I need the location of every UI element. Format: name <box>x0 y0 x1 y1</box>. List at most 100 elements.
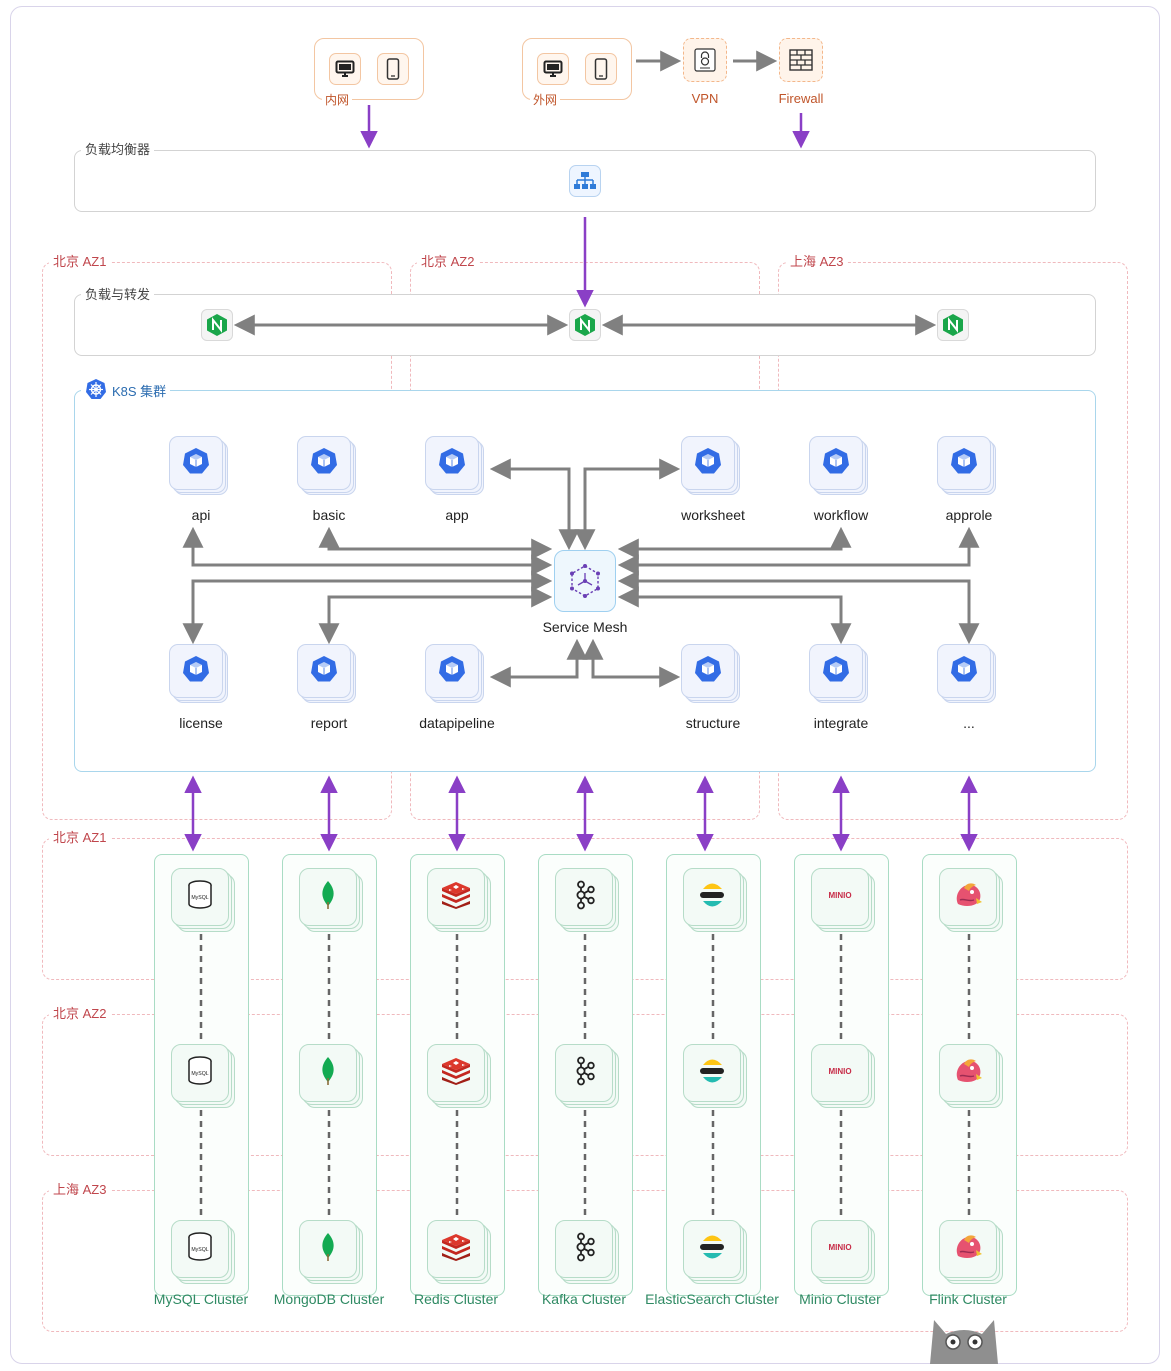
service-worksheet <box>681 436 740 495</box>
elasticsearch-icon <box>697 880 727 915</box>
pod-icon <box>437 654 467 689</box>
flink-icon <box>952 1232 984 1267</box>
cluster-label-mongodb: MongoDB Cluster <box>273 1291 385 1307</box>
service-api <box>169 436 228 495</box>
service-label-datapipeline: datapipeline <box>419 715 495 731</box>
cluster-node-mongodb-1 <box>299 868 363 932</box>
service-workflow <box>809 436 868 495</box>
cluster-node-flink-2 <box>939 1044 1003 1108</box>
az-label-bottom-1: 北京 AZ1 <box>49 827 111 846</box>
diagram-frame <box>10 6 1160 1364</box>
pod-icon <box>437 446 467 481</box>
arrow-mesh-structure <box>582 638 681 688</box>
flink-icon <box>952 880 984 915</box>
service-mesh-label: Service Mesh <box>542 619 628 635</box>
cluster-node-mongodb-2 <box>299 1044 363 1108</box>
az-label-top-3: 上海 AZ3 <box>786 251 848 270</box>
svg-text:MINIO: MINIO <box>828 1243 851 1252</box>
elasticsearch-icon <box>697 1232 727 1267</box>
arrow-mesh-more <box>617 570 980 645</box>
cat-mascot-icon <box>930 1320 998 1364</box>
phone-icon <box>585 53 617 85</box>
vpn-lock-icon <box>683 38 727 82</box>
flink-icon <box>952 1056 984 1091</box>
service-label-more: ... <box>963 715 975 731</box>
arrow-mesh-integrate <box>617 586 852 645</box>
kafka-icon <box>573 1056 595 1091</box>
mysql-icon: MySQL <box>186 879 214 915</box>
service-approle <box>937 436 996 495</box>
service-label-report: report <box>310 715 348 731</box>
service-report <box>297 644 356 703</box>
forwarding-label: 负载与转发 <box>81 284 155 303</box>
cluster-node-elasticsearch-2 <box>683 1044 747 1108</box>
service-label-api: api <box>191 507 211 523</box>
arrow-mesh-workflow <box>617 526 852 560</box>
service-mesh-icon <box>554 550 616 612</box>
mongodb-icon <box>319 1232 337 1267</box>
az-label-bottom-2: 北京 AZ2 <box>49 1003 111 1022</box>
mongodb-icon <box>319 1056 337 1091</box>
pod-icon <box>821 654 851 689</box>
client-internet <box>522 38 632 100</box>
az-label-top-1: 北京 AZ1 <box>49 251 111 270</box>
kafka-icon <box>573 880 595 915</box>
svg-text:MySQL: MySQL <box>191 895 208 901</box>
monitor-icon <box>537 53 569 85</box>
k8s-cluster-label: K8S 集群 <box>81 378 171 403</box>
service-label-structure: structure <box>685 715 741 731</box>
service-label-integrate: integrate <box>813 715 869 731</box>
cluster-node-elasticsearch-1 <box>683 868 747 932</box>
minio-icon: MINIO <box>823 888 857 906</box>
service-label-license: license <box>179 715 223 731</box>
kubernetes-icon <box>85 378 107 403</box>
cluster-label-kafka: Kafka Cluster <box>541 1291 627 1307</box>
service-more <box>937 644 996 703</box>
cluster-node-minio-3: MINIO <box>811 1220 875 1284</box>
phone-icon <box>377 53 409 85</box>
arrow-mesh-basic <box>318 526 553 560</box>
pod-icon <box>309 446 339 481</box>
cluster-label-mysql: MySQL Cluster <box>153 1291 249 1307</box>
service-label-app: app <box>445 507 469 523</box>
cluster-node-elasticsearch-3 <box>683 1220 747 1284</box>
cluster-node-mysql-3: MySQL <box>171 1220 235 1284</box>
mysql-icon: MySQL <box>186 1055 214 1091</box>
cluster-label-minio: Minio Cluster <box>799 1291 881 1307</box>
redis-icon <box>440 1057 472 1090</box>
mongodb-icon <box>319 880 337 915</box>
service-label-basic: basic <box>312 507 346 523</box>
client-label-internet: 外网 <box>530 91 561 108</box>
redis-icon <box>440 1233 472 1266</box>
cluster-node-redis-3 <box>427 1220 491 1284</box>
cluster-node-minio-1: MINIO <box>811 868 875 932</box>
cluster-node-kafka-3 <box>555 1220 619 1284</box>
pod-icon <box>181 446 211 481</box>
service-label-approle: approle <box>945 507 993 523</box>
monitor-icon <box>329 53 361 85</box>
service-datapipeline <box>425 644 484 703</box>
nginx-icon <box>201 309 233 341</box>
cluster-node-mongodb-3 <box>299 1220 363 1284</box>
service-label-workflow: workflow <box>813 507 869 523</box>
cluster-node-mysql-1: MySQL <box>171 868 235 932</box>
pod-icon <box>693 446 723 481</box>
az-label-top-2: 北京 AZ2 <box>417 251 479 270</box>
minio-icon: MINIO <box>823 1064 857 1082</box>
mysql-icon: MySQL <box>186 1231 214 1267</box>
client-intranet <box>314 38 424 100</box>
cluster-node-flink-3 <box>939 1220 1003 1284</box>
arrow-mesh-license <box>182 570 553 645</box>
service-license <box>169 644 228 703</box>
pod-icon <box>693 654 723 689</box>
cluster-node-redis-2 <box>427 1044 491 1108</box>
load-balancer-icon <box>569 165 601 197</box>
nginx-icon <box>937 309 969 341</box>
cluster-node-redis-1 <box>427 868 491 932</box>
cluster-node-kafka-1 <box>555 868 619 932</box>
cluster-node-kafka-2 <box>555 1044 619 1108</box>
service-app <box>425 436 484 495</box>
cluster-label-redis: Redis Cluster <box>413 1291 499 1307</box>
